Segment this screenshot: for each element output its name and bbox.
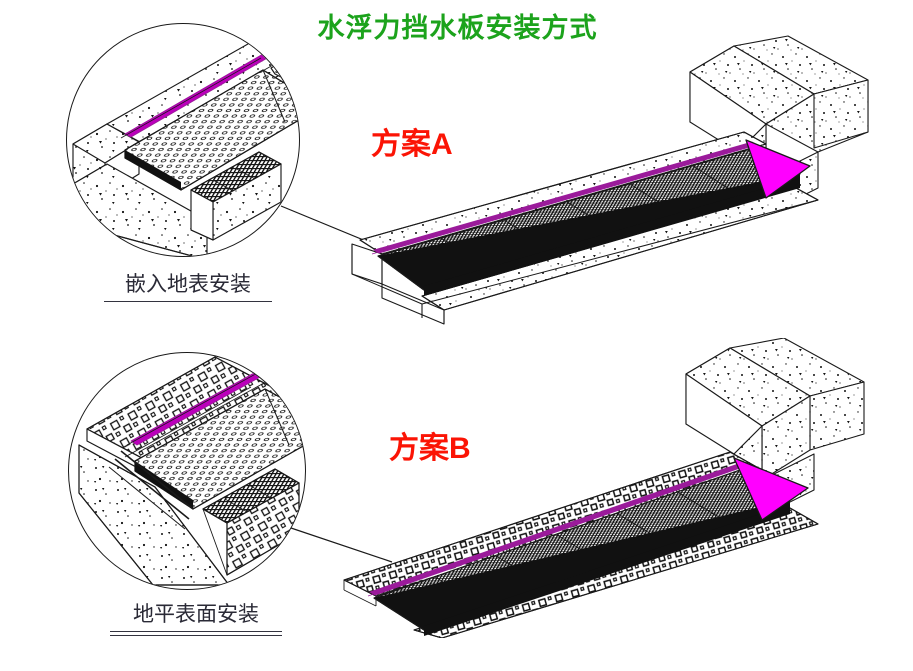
page-title-text: 水浮力挡水板安装方式 bbox=[317, 13, 598, 43]
detail-caption-scheme-b-text: 地平表面安装 bbox=[133, 603, 259, 626]
detail-caption-scheme-a: 嵌入地表安装 bbox=[104, 268, 272, 302]
detail-callout-scheme-b-drawing bbox=[78, 356, 305, 586]
page-title: 水浮力挡水板安装方式 bbox=[0, 6, 913, 45]
detail-callout-scheme-b bbox=[68, 352, 306, 590]
caption-rule bbox=[104, 301, 272, 302]
isometric-drawing-scheme-b bbox=[338, 338, 913, 638]
isometric-drawing-scheme-a-svg bbox=[351, 35, 869, 325]
detail-caption-scheme-a-text: 嵌入地表安装 bbox=[125, 273, 251, 296]
detail-callout-scheme-a-drawing bbox=[72, 39, 299, 256]
caption-rule bbox=[110, 631, 282, 632]
scheme-a-label: 方案A bbox=[371, 128, 453, 161]
isometric-drawing-scheme-b-svg bbox=[343, 338, 865, 638]
detail-callout-scheme-a bbox=[66, 23, 300, 257]
caption-rule-second bbox=[110, 635, 282, 636]
detail-caption-scheme-b: 地平表面安装 bbox=[110, 598, 282, 636]
isometric-drawing-scheme-a bbox=[348, 28, 913, 328]
scheme-b-label: 方案B bbox=[389, 432, 471, 465]
